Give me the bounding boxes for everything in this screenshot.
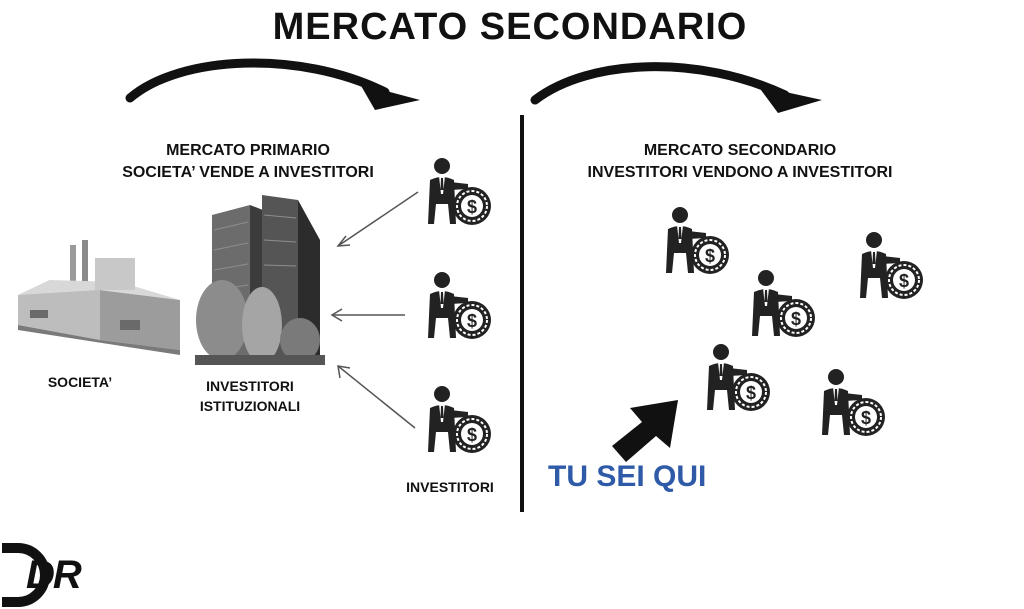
investor-with-dollar-coin-icon bbox=[427, 271, 492, 340]
investor-with-dollar-coin-icon bbox=[427, 385, 492, 454]
institutional-label-line1: INVESTITORI bbox=[206, 378, 294, 394]
investors-label: INVESTITORI bbox=[406, 479, 494, 495]
investor-with-dollar-coin-icon bbox=[751, 269, 816, 338]
curved-arrow-icon bbox=[125, 58, 420, 110]
logo-letters: DR bbox=[26, 553, 82, 597]
investor-with-dollar-coin-icon bbox=[821, 368, 886, 437]
logo-text: DR bbox=[26, 550, 82, 600]
primary-market-heading: MERCATO PRIMARIO SOCIETA’ VENDE A INVEST… bbox=[88, 140, 408, 184]
flow-arrows bbox=[330, 191, 419, 429]
investor-with-dollar-coin-icon bbox=[427, 157, 492, 226]
secondary-market-subtitle: INVESTITORI VENDONO A INVESTITORI bbox=[587, 164, 893, 181]
investor-with-dollar-coin-icon bbox=[859, 231, 924, 300]
page-title: MERCATO SECONDARIO bbox=[272, 6, 748, 48]
office-building-icon bbox=[195, 195, 325, 365]
logo-icon bbox=[2, 543, 50, 607]
factory-icon bbox=[18, 240, 180, 355]
company-label: SOCIETA’ bbox=[47, 374, 113, 390]
pointer-arrow-icon bbox=[612, 400, 678, 462]
primary-market-title: MERCATO PRIMARIO bbox=[166, 142, 330, 159]
institutional-investors-label: INVESTITORI ISTITUZIONALI bbox=[195, 376, 305, 416]
secondary-market-heading: MERCATO SECONDARIO INVESTITORI VENDONO A… bbox=[540, 140, 940, 184]
curved-arrow-icon bbox=[530, 62, 822, 113]
primary-market-subtitle: SOCIETA’ VENDE A INVESTITORI bbox=[122, 164, 374, 181]
investor-with-dollar-coin-icon bbox=[706, 343, 771, 412]
institutional-label-line2: ISTITUZIONALI bbox=[199, 398, 301, 414]
you-are-here-label: TU SEI QUI bbox=[548, 460, 707, 493]
investor-with-dollar-coin-icon bbox=[665, 206, 730, 275]
secondary-market-title: MERCATO SECONDARIO bbox=[643, 142, 837, 159]
